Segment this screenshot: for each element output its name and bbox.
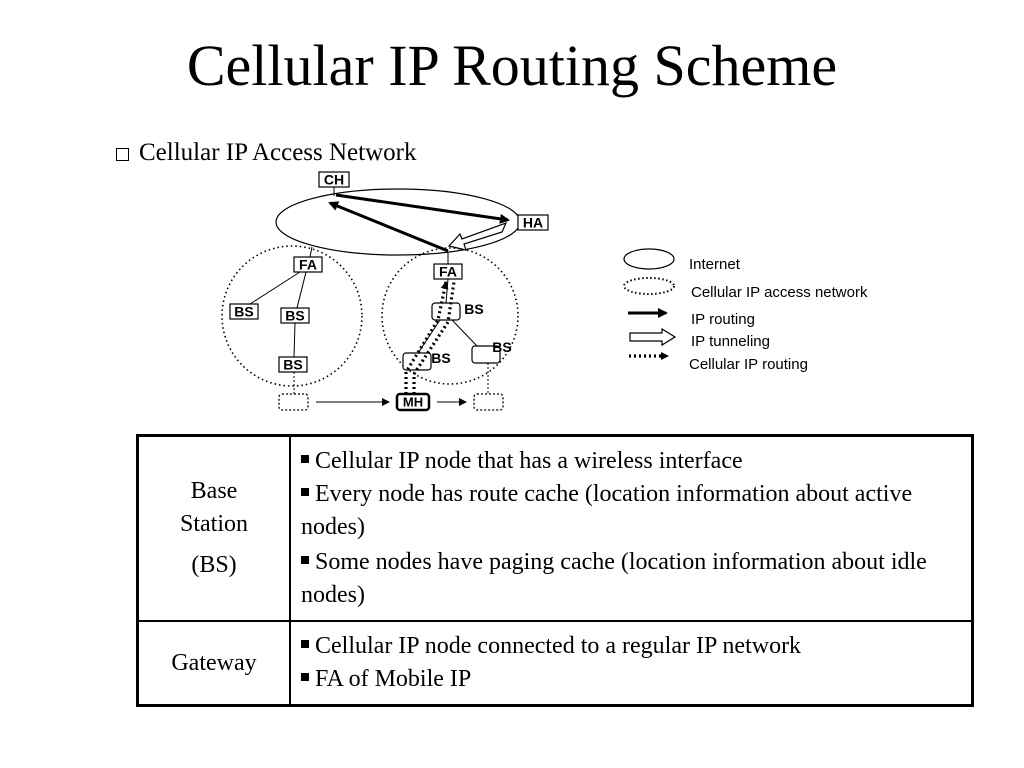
table-row: Gateway Cellular IP node connected to a … (136, 620, 974, 707)
ip-tunneling-arrow (447, 221, 508, 251)
table-body-cell: Cellular IP node that has a wireless int… (289, 434, 974, 622)
node-mh-box (395, 392, 431, 412)
square-bullet-icon (301, 488, 309, 496)
link-bs-bs-left-3 (293, 322, 296, 358)
link-bs-bs-right-3 (451, 319, 479, 348)
header-line: Base (190, 478, 238, 504)
network-diagram: CH HA FA BS BS BS FA BS BS BS MH (221, 171, 868, 412)
list-item-text: Some nodes have paging cache (location i… (301, 549, 927, 608)
list-item: Cellular IP node that has a wireless int… (301, 445, 961, 478)
list-item: FA of Mobile IP (301, 663, 961, 696)
internet-cloud (275, 188, 521, 256)
list-item-text: Cellular IP node connected to a regular … (315, 633, 802, 659)
legend-ip-routing-label: IP routing (691, 311, 755, 328)
square-bullet-icon (301, 455, 309, 463)
node-ha-box (517, 214, 549, 231)
checkbox-bullet-icon (116, 147, 129, 161)
header-line: Gateway (171, 649, 257, 676)
node-bs-right-3-box (471, 345, 501, 364)
node-bs-right-3: BS (492, 339, 511, 355)
list-item: Cellular IP node connected to a regular … (301, 630, 961, 663)
link-fa-bs-left-1 (249, 271, 301, 305)
list-item-text: Every node has route cache (location inf… (301, 481, 913, 540)
node-ch: CH (324, 172, 344, 188)
cellular-ip-routing-path (404, 281, 449, 394)
legend: Internet Cellular IP access network IP r… (623, 248, 868, 373)
legend-ip-tunneling-icon (629, 327, 677, 347)
link-fa-bs-left-2 (296, 271, 307, 309)
legend-access-network-icon (623, 277, 675, 295)
node-ha: HA (523, 215, 543, 231)
bullet-text: Cellular IP Access Network (139, 139, 417, 166)
ip-routing-arrow-ch-ha (335, 193, 510, 224)
list-item: Some nodes have paging cache (location i… (301, 546, 961, 612)
node-bs-left-1: BS (234, 304, 253, 320)
cellular-ip-routing-path-2 (412, 281, 456, 394)
table-header-cell: Gateway (136, 620, 291, 707)
legend-internet-icon (623, 248, 675, 270)
info-table: Base Station (BS) Cellular IP node that … (136, 434, 974, 707)
header-line: (BS) (191, 552, 237, 578)
node-fa-left-box (293, 256, 323, 273)
node-fa-right: FA (439, 264, 457, 280)
node-bs-right-2: BS (431, 350, 450, 366)
node-mh: MH (403, 395, 423, 410)
node-fa-left: FA (299, 257, 317, 273)
table-row: Base Station (BS) Cellular IP node that … (136, 434, 974, 622)
legend-ip-tunneling-label: IP tunneling (691, 333, 770, 350)
square-bullet-icon (301, 556, 309, 564)
header-line: Station (179, 511, 248, 537)
list-item-text: Cellular IP node that has a wireless int… (315, 448, 743, 474)
list-item: Every node has route cache (location inf… (301, 478, 961, 544)
legend-access-network-label: Cellular IP access network (691, 284, 868, 301)
node-bs-right-1: BS (464, 301, 483, 317)
node-bs-left-3: BS (283, 357, 302, 373)
host-prev-box (278, 393, 309, 411)
access-network-right (381, 247, 519, 385)
table-body-cell: Cellular IP node connected to a regular … (289, 620, 974, 707)
legend-cellular-ip-routing-label: Cellular IP routing (689, 356, 808, 373)
list-item-text: FA of Mobile IP (315, 666, 472, 692)
slide-title: Cellular IP Routing Scheme (186, 33, 838, 98)
table-header-cell: Base Station (BS) (136, 434, 291, 622)
square-bullet-icon (301, 640, 309, 648)
node-bs-left-1-box (229, 303, 259, 320)
node-bs-right-2-box (402, 352, 432, 371)
node-bs-left-2-box (280, 307, 310, 324)
node-bs-left-2: BS (285, 308, 304, 324)
bullet-item: Cellular IP Access Network (116, 138, 416, 168)
access-network-left (221, 245, 363, 387)
legend-internet-label: Internet (689, 256, 741, 273)
square-bullet-icon (301, 673, 309, 681)
node-bs-right-1-box (431, 302, 461, 321)
ip-routing-arrow-fa-ch (328, 201, 449, 253)
internet-fa-left-link (309, 246, 313, 258)
host-next-box (473, 393, 504, 411)
node-bs-left-3-box (278, 356, 308, 373)
